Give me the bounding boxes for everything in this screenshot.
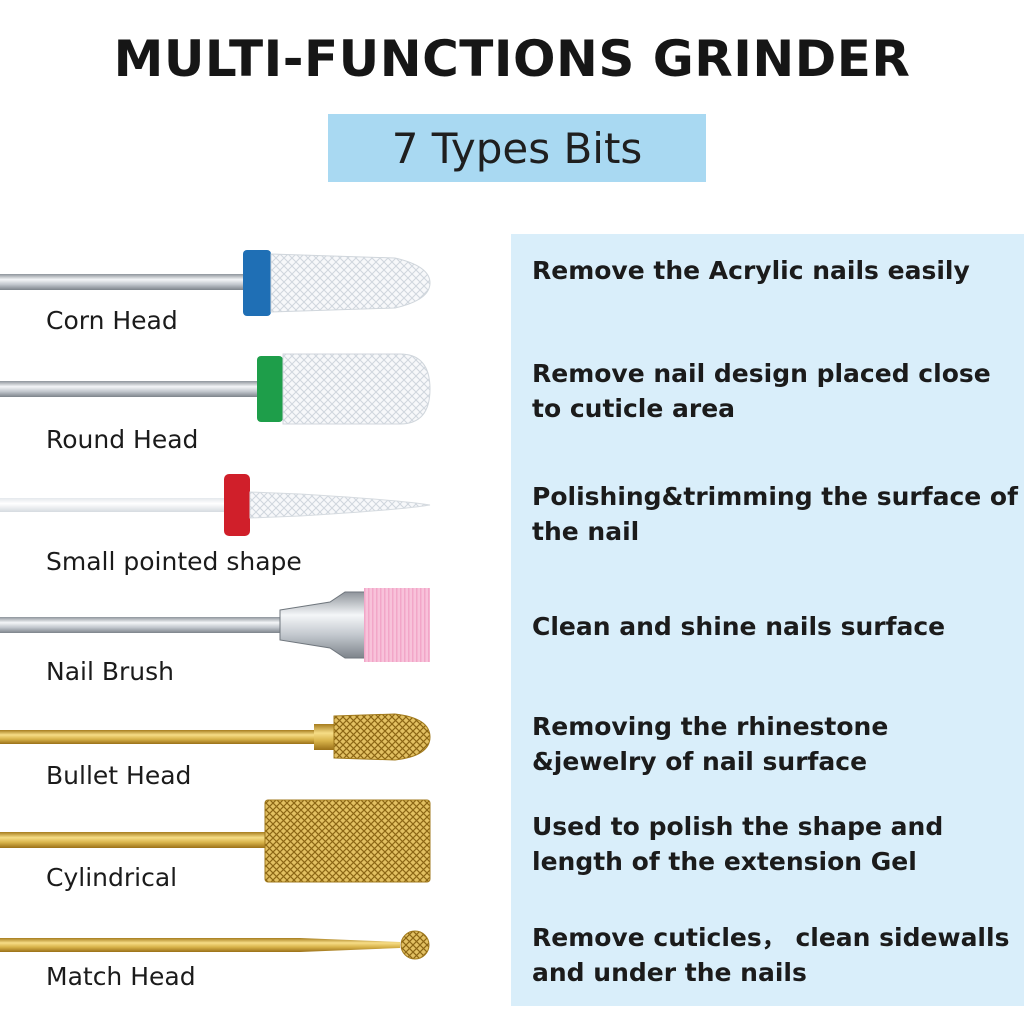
round-head-bit-image	[0, 353, 431, 425]
corn-head-bit-image	[0, 250, 431, 316]
bit-description-bullet-head: Removing the rhinestone &jewelry of nail…	[532, 712, 889, 776]
bit-label-cylindrical: Cylindrical	[46, 863, 178, 892]
cylindrical-bit-image	[0, 799, 431, 883]
bit-label-round-head: Round Head	[46, 425, 199, 454]
page-title: MULTI-FUNCTIONS GRINDER	[113, 30, 911, 88]
bit-label-corn-head: Corn Head	[46, 306, 178, 335]
description-panel	[511, 234, 1024, 1006]
subtitle-banner: 7 Types Bits	[328, 114, 706, 182]
subtitle-text: 7 Types Bits	[391, 123, 643, 173]
bit-label-nail-brush: Nail Brush	[46, 657, 175, 686]
match-head-bit-image	[0, 930, 430, 960]
bit-label-match-head: Match Head	[46, 962, 196, 991]
bit-description-small-pointed-shape: Polishing&trimming the surface of the na…	[532, 482, 1018, 546]
bit-description-cylindrical: Used to polish the shape and length of t…	[532, 812, 944, 876]
small-pointed-bit-image	[0, 474, 431, 536]
bit-label-bullet-head: Bullet Head	[46, 761, 192, 790]
bit-description-round-head: Remove nail design placed close to cutic…	[532, 359, 991, 423]
bit-description-match-head: Remove cuticles， clean sidewalls and und…	[532, 923, 1010, 987]
bit-description-corn-head: Remove the Acrylic nails easily	[532, 256, 970, 285]
bit-label-small-pointed-shape: Small pointed shape	[46, 547, 302, 576]
nail-brush-bit-image	[0, 588, 430, 662]
bit-description-nail-brush: Clean and shine nails surface	[532, 612, 946, 641]
bullet-head-bit-image	[0, 713, 431, 761]
